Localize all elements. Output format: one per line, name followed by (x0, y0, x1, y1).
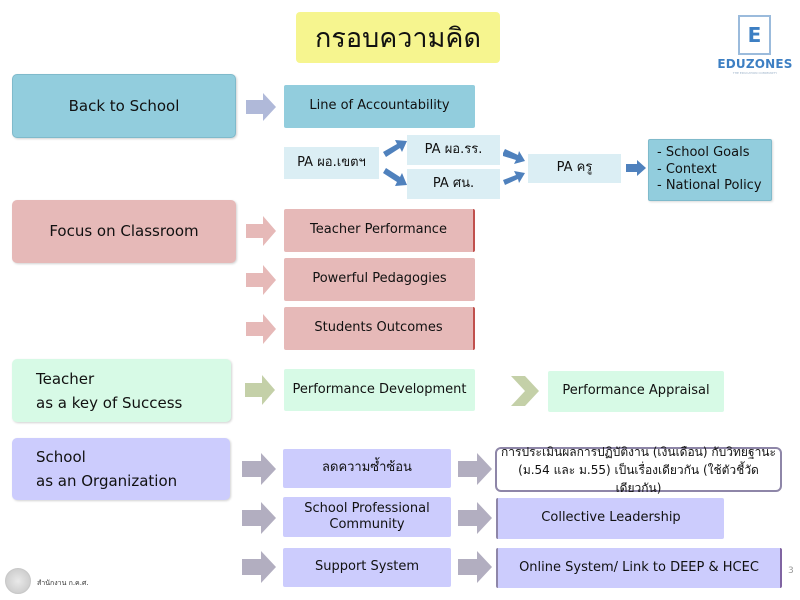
arrow-down-right-icon (503, 149, 525, 164)
evaluation-note-box: การประเมินผลการปฏิบัติงาน (เงินเดือน) กั… (495, 445, 782, 495)
ocsc-seal-icon (5, 568, 31, 594)
goals-list: - School Goals - Context - National Poli… (648, 139, 772, 201)
arrow-right-icon (242, 453, 276, 485)
evaluation-note-line2: (ม.54 และ ม.55) เป็นเรื่องเดียวกัน (ใช้ต… (518, 462, 759, 495)
category-school-organization: School as an Organization (12, 438, 230, 500)
page-number: 3 (788, 566, 794, 576)
support-system-box: Support System (283, 548, 451, 587)
collective-leadership-box: Collective Leadership (496, 498, 724, 539)
school-professional-community-box: School Professional Community (283, 497, 451, 537)
online-system-box: Online System/ Link to DEEP & HCEC (496, 548, 782, 588)
goal-item: - Context (657, 161, 717, 177)
arrow-right-icon (458, 502, 492, 534)
logo-tagline: THE EDUCATION COMMUNITY (732, 71, 778, 75)
category-teacher-line1: Teacher (36, 369, 95, 388)
category-teacher-line2: as a key of Success (36, 393, 183, 412)
footer-org: สำนักงาน ก.ค.ศ. (37, 579, 89, 587)
powerful-pedagogies-box: Powerful Pedagogies (284, 258, 475, 301)
goal-item: - School Goals (657, 144, 750, 160)
teacher-performance-box: Teacher Performance (284, 209, 475, 252)
arrow-right-icon (245, 375, 275, 405)
arrow-right-icon (458, 551, 492, 583)
arrow-right-icon (626, 160, 646, 176)
arrow-right-icon (246, 314, 276, 344)
category-teacher: Teacher as a key of Success (12, 359, 231, 422)
pa-supervisor-box: PA ศน. (407, 169, 500, 199)
arrow-down-right-icon (383, 168, 407, 186)
arrow-right-icon (246, 265, 276, 295)
pa-area-director-box: PA ผอ.เขตฯ (284, 147, 379, 179)
slide-title: กรอบความคิด (296, 12, 500, 63)
arrow-right-icon (458, 453, 492, 485)
goal-item: - National Policy (657, 178, 762, 194)
category-school-line2: as an Organization (36, 472, 178, 490)
category-back-to-school: Back to School (12, 74, 236, 138)
logo-name: EDUZONES (717, 57, 793, 71)
pa-school-director-box: PA ผอ.รร. (407, 135, 500, 165)
students-outcomes-box: Students Outcomes (284, 307, 475, 350)
arrow-up-right-icon (503, 171, 525, 185)
performance-development-box: Performance Development (284, 369, 475, 411)
pa-teacher-box: PA ครู (528, 154, 621, 183)
category-school-line1: School (36, 448, 86, 466)
reduce-redundancy-box: ลดความซ้ำซ้อน (283, 449, 451, 488)
arrow-right-icon (246, 93, 276, 121)
performance-appraisal-box: Performance Appraisal (548, 371, 724, 412)
evaluation-note-line1: การประเมินผลการปฏิบัติงาน (เงินเดือน) กั… (501, 444, 776, 459)
category-focus-on-classroom: Focus on Classroom (12, 200, 236, 263)
eduzones-logo-icon: E (738, 15, 771, 55)
arrow-up-right-icon (383, 140, 407, 157)
chevron-right-icon (511, 376, 539, 406)
line-of-accountability-box: Line of Accountability (284, 85, 475, 128)
arrow-right-icon (246, 216, 276, 246)
arrow-right-icon (242, 502, 276, 534)
arrow-right-icon (242, 551, 276, 583)
